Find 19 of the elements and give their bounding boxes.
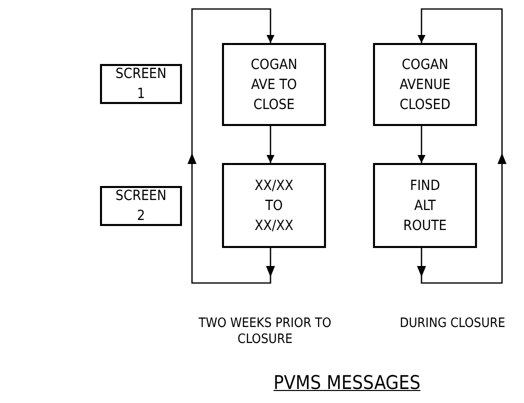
- arrow: [266, 126, 274, 163]
- column-caption: TWO WEEKS PRIOR TO CLOSURE: [198, 316, 332, 348]
- arrow: [418, 126, 426, 163]
- message-text: SCREEN 1: [114, 65, 168, 104]
- column-caption: DURING CLOSURE: [398, 316, 506, 332]
- message-text: XX/XX TO XX/XX: [254, 176, 294, 236]
- message-text: COGAN AVENUE CLOSED: [400, 56, 450, 114]
- screen-label-box: [100, 186, 182, 226]
- loop-arrow: [417, 8, 506, 284]
- screen-label-box: [100, 64, 182, 104]
- message-text: FIND ALT ROUTE: [403, 176, 447, 236]
- message-box: [222, 163, 326, 248]
- message-box: [222, 43, 326, 126]
- message-text: SCREEN 2: [114, 187, 168, 226]
- message-text: COGAN AVE TO CLOSE: [250, 56, 298, 114]
- diagram-title: PVMS MESSAGES: [272, 372, 422, 394]
- message-box: [373, 163, 477, 248]
- loop-arrow: [188, 8, 275, 284]
- message-box: [373, 43, 477, 126]
